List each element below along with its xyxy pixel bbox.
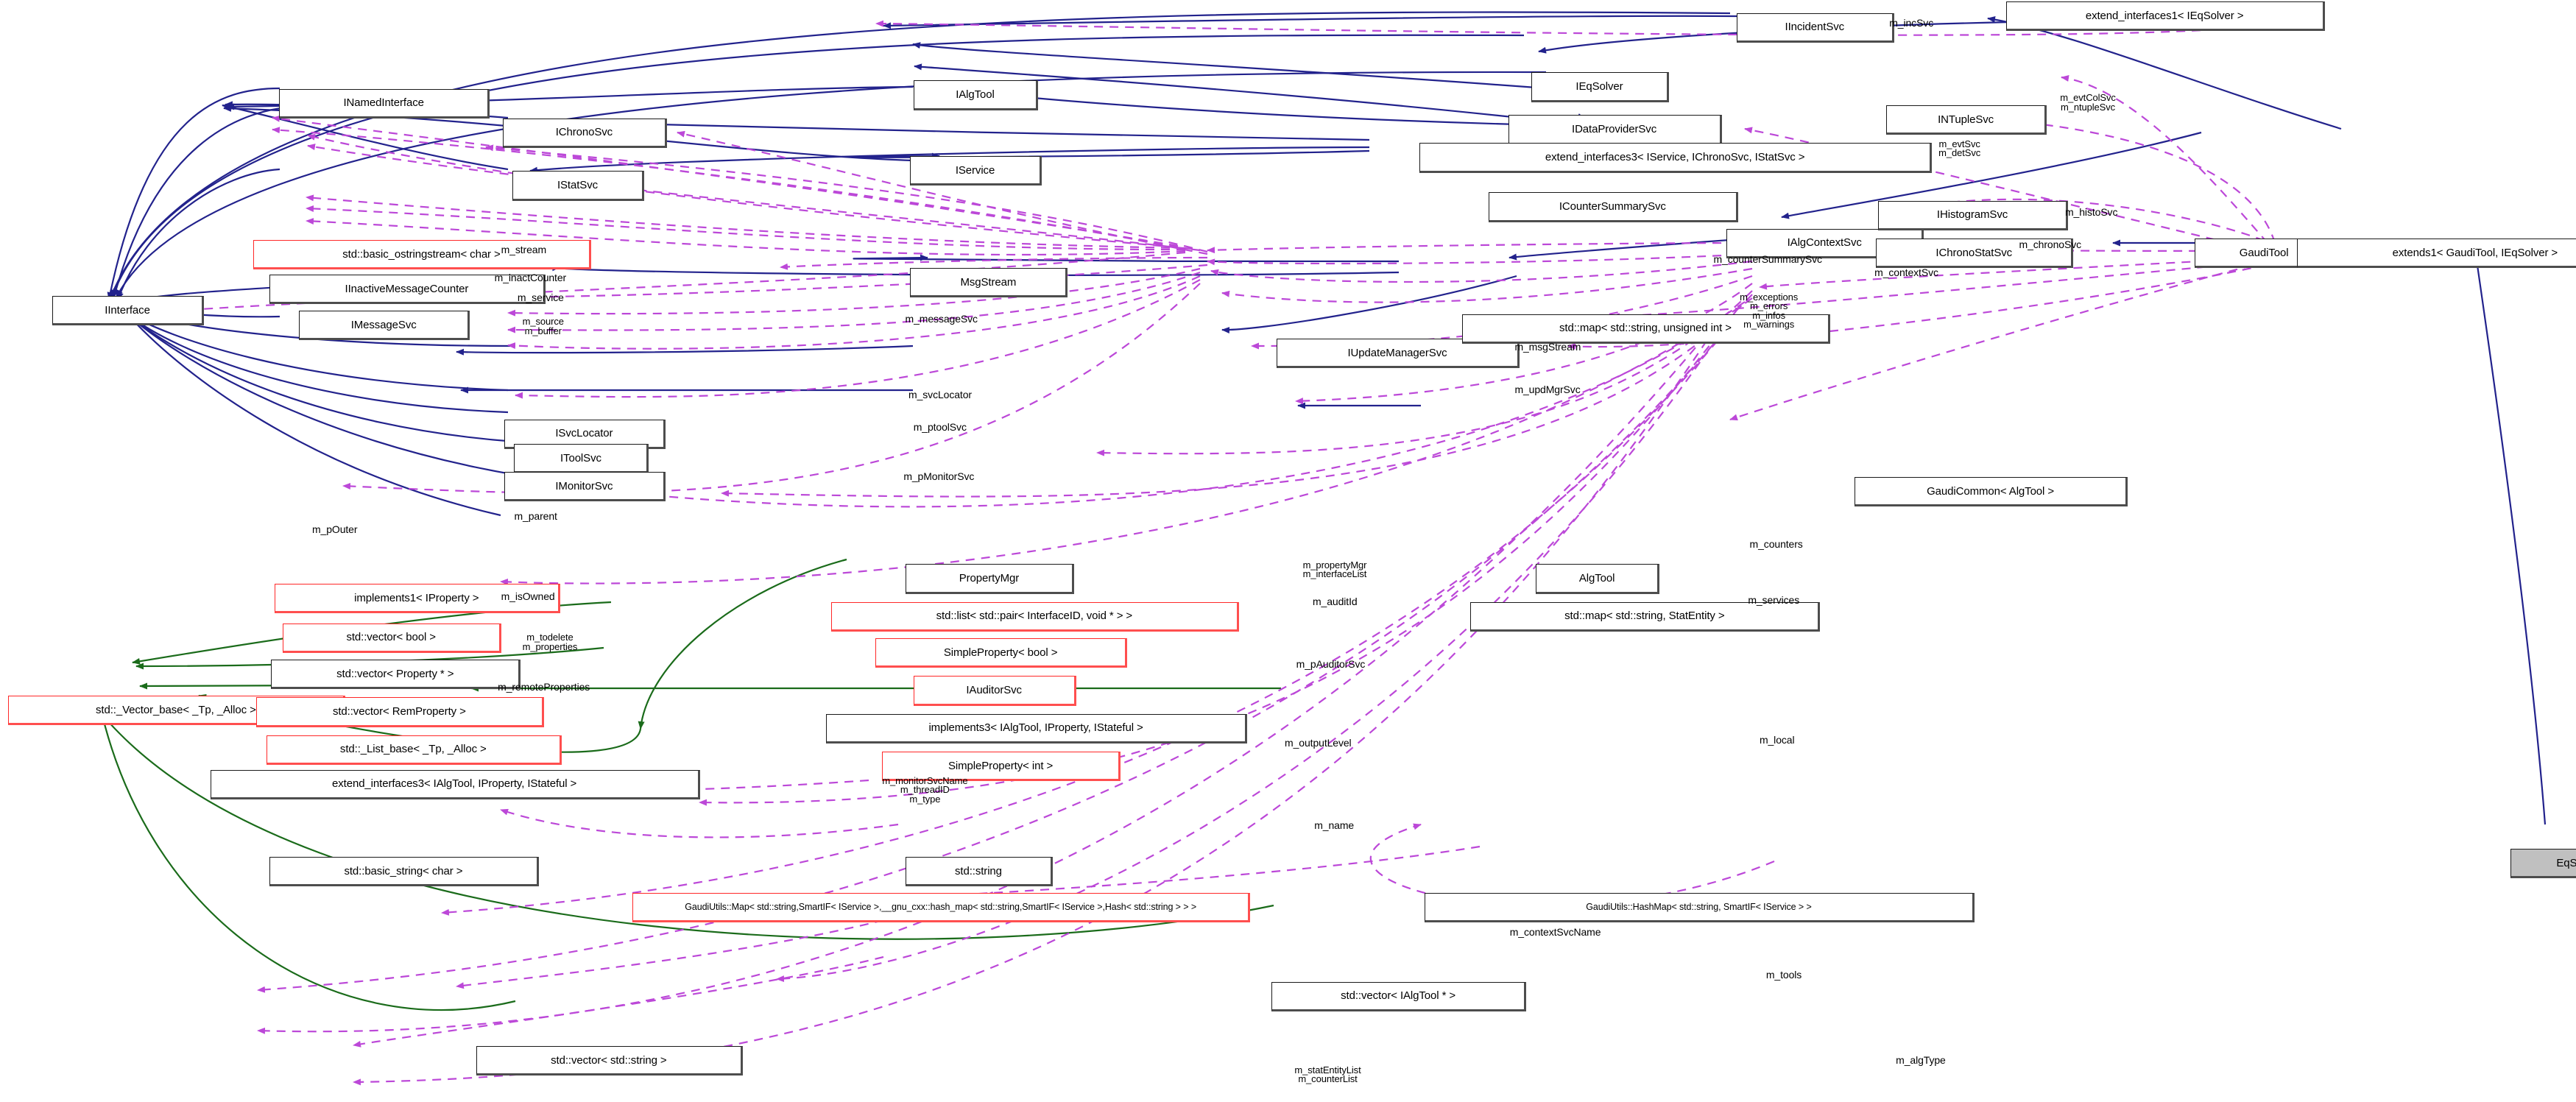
class-node[interactable]: IMessageSvc [299, 311, 470, 341]
edge-label: m_evtColSvc m_ntupleSvc [2060, 92, 2116, 113]
class-node[interactable]: AlgTool [1536, 564, 1659, 594]
edge-label: m_contextSvc [1874, 266, 1938, 279]
class-node[interactable]: INTupleSvc [1885, 105, 2047, 135]
class-node[interactable]: IInterface [52, 296, 204, 326]
class-node[interactable]: GaudiUtils::HashMap< std::string, SmartI… [1424, 893, 1975, 923]
edge-label: m_algType [1896, 1054, 1946, 1067]
class-node[interactable]: std::vector< std::string > [476, 1046, 743, 1076]
edge-label: m_service [517, 291, 564, 303]
edge-label: m_ptoolSvc [913, 421, 967, 434]
edge-label: m_statEntityList m_counterList [1294, 1064, 1361, 1085]
edge-label: m_svcLocator [908, 388, 972, 400]
class-node[interactable]: SimpleProperty< bool > [875, 637, 1127, 668]
class-node[interactable]: implements1< IProperty > [274, 584, 560, 614]
edge-label: m_remoteProperties [498, 681, 590, 693]
class-node[interactable]: std::map< std::string, unsigned int > [1462, 314, 1830, 344]
class-node[interactable]: ICounterSummarySvc [1488, 192, 1738, 222]
class-node[interactable]: IHistogramSvc [1877, 200, 2069, 230]
class-node[interactable]: std::string [905, 857, 1054, 887]
class-node[interactable]: implements3< IAlgTool, IProperty, IState… [826, 713, 1247, 744]
class-node[interactable]: std::vector< IAlgTool * > [1271, 981, 1527, 1012]
class-node[interactable]: IAlgTool [913, 80, 1039, 110]
class-node[interactable]: IMonitorSvc [504, 472, 666, 502]
edge-label: m_chronoSvc [2019, 239, 2082, 251]
edge-label: m_name [1314, 819, 1355, 831]
class-node[interactable]: MsgStream [910, 268, 1068, 298]
class-node[interactable]: EqSolver [2510, 848, 2576, 879]
edge-label: m_pMonitorSvc [903, 470, 975, 483]
class-node[interactable]: GaudiCommon< AlgTool > [1855, 476, 2128, 507]
class-node[interactable]: IEqSolver [1531, 72, 1670, 102]
edge-label: m_contextSvcName [1509, 926, 1601, 939]
class-node[interactable]: GaudiUtils::Map< std::string,SmartIF< IS… [632, 893, 1251, 923]
class-node[interactable]: IIncidentSvc [1736, 13, 1894, 43]
edge-label: m_messageSvc [905, 312, 978, 325]
class-node[interactable]: std::list< std::pair< InterfaceID, void … [831, 601, 1239, 632]
class-node[interactable]: std::vector< RemProperty > [256, 697, 544, 727]
edge-label: m_pAuditorSvc [1296, 657, 1366, 670]
edge-label: m_outputLevel [1285, 737, 1352, 749]
edge-label: m_stream [501, 243, 547, 255]
edge-label: m_incSvc [1889, 16, 1934, 29]
class-node[interactable]: std::basic_ostringstream< char > [253, 240, 592, 270]
usage-edges [95, 20, 2283, 1086]
edge-label: m_exceptions m_errors m_infos m_warnings [1740, 291, 1799, 331]
class-node[interactable]: std::vector< bool > [282, 623, 501, 653]
class-node[interactable]: IService [910, 156, 1042, 186]
class-node[interactable]: SimpleProperty< int > [882, 752, 1121, 782]
edge-label: m_updMgrSvc [1514, 383, 1581, 395]
class-node[interactable]: extend_interfaces3< IAlgTool, IProperty,… [210, 769, 700, 799]
edge-label: m_histoSvc [2065, 205, 2118, 218]
edge-label: m_monitorSvcName m_threadID m_type [882, 774, 968, 805]
edge-label: m_services [1748, 593, 1800, 606]
class-node[interactable]: IDataProviderSvc [1508, 115, 1722, 145]
class-node[interactable]: IChronoSvc [502, 118, 667, 149]
edge-label: m_todelete m_properties [522, 632, 578, 652]
class-node[interactable]: IUpdateManagerSvc [1276, 339, 1520, 369]
edge-label: m_evtSvc m_detSvc [1938, 138, 1981, 159]
edge-label: m_counters [1749, 537, 1803, 550]
class-node[interactable]: std::map< std::string, StatEntity > [1470, 601, 1821, 632]
class-node[interactable]: extends1< GaudiTool, IEqSolver > [2296, 238, 2576, 269]
edge-label: m_msgStream [1514, 340, 1581, 353]
class-node[interactable]: std::vector< Property * > [271, 659, 521, 690]
edge-label: m_propertyMgr m_interfaceList [1302, 559, 1367, 580]
class-node[interactable]: std::_List_base< _Tp, _Alloc > [266, 735, 562, 765]
class-node[interactable]: std::basic_string< char > [269, 857, 539, 887]
class-node[interactable]: extend_interfaces3< IService, IChronoSvc… [1419, 143, 1933, 173]
class-node[interactable]: IInactiveMessageCounter [269, 275, 546, 305]
edge-label: m_parent [514, 509, 557, 522]
edge-label: m_inactCounter [494, 271, 567, 283]
edge-label: m_isOwned [501, 590, 555, 603]
class-node[interactable]: extend_interfaces1< IEqSolver > [2005, 1, 2325, 32]
class-node[interactable]: INamedInterface [279, 88, 490, 119]
edge-label: m_source m_buffer [522, 316, 564, 336]
edge-label: m_counterSummarySvc [1713, 253, 1822, 266]
class-node[interactable]: IToolSvc [514, 444, 649, 474]
class-node[interactable]: PropertyMgr [905, 564, 1075, 594]
class-node[interactable]: IAuditorSvc [913, 676, 1076, 706]
class-node[interactable]: IChronoStatSvc [1876, 238, 2074, 269]
edge-label: m_local [1759, 733, 1795, 746]
edge-label: m_tools [1765, 969, 1802, 981]
edge-label: m_pOuter [311, 523, 358, 535]
class-node[interactable]: IStatSvc [512, 171, 644, 201]
edge-label: m_auditId [1312, 596, 1358, 608]
